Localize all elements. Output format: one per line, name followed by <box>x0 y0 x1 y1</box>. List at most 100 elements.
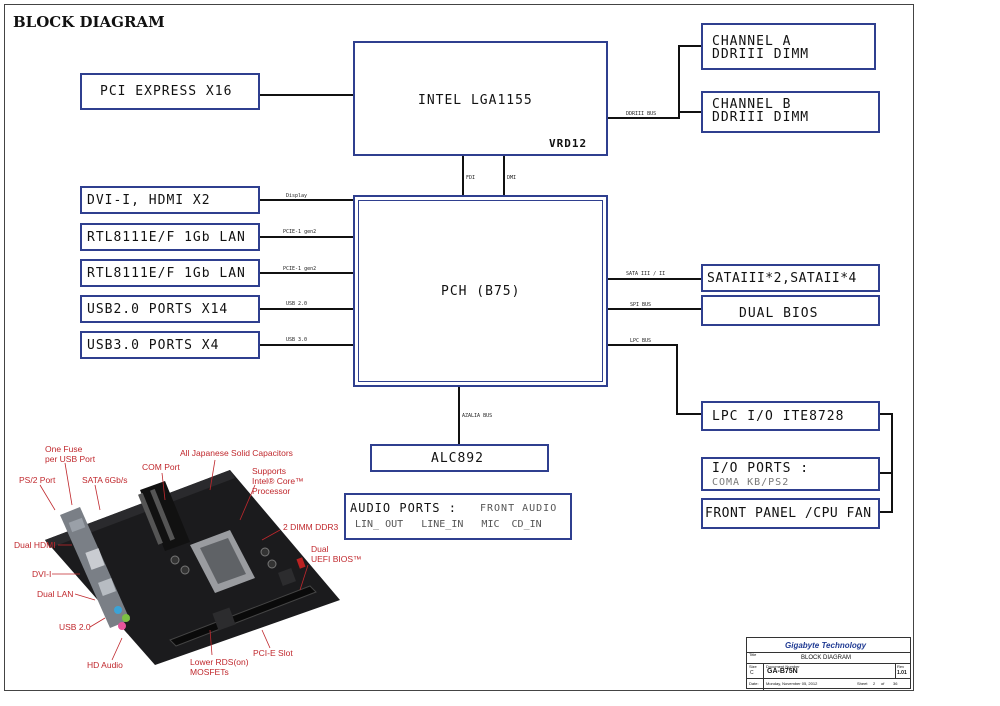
tb-rev: 1.01 <box>897 670 907 676</box>
dmi-line <box>503 155 505 197</box>
usb2-block: USB2.0 PORTS X14 <box>80 295 260 323</box>
fdi-line <box>462 155 464 197</box>
dmi-label: DMI <box>507 175 517 181</box>
channel-a-block: CHANNEL A DDRIII DIMM <box>701 23 876 70</box>
lan2-line <box>259 272 354 274</box>
spi-line <box>607 308 703 310</box>
io-ports-line <box>878 472 893 474</box>
callout-dual-lan: Dual LAN <box>37 589 74 599</box>
cpu-label: INTEL LGA1155 <box>418 93 533 108</box>
tb-title: BLOCK DIAGRAM <box>801 655 852 661</box>
azalia-line <box>458 386 460 444</box>
callout-dual-hdmi: Dual HDMI <box>14 540 56 550</box>
lpc-line-h1 <box>607 344 677 346</box>
dimm-b-line <box>678 111 702 113</box>
audio-jacks-label: LIN_ OUT LINE_IN MIC CD_IN <box>355 519 542 530</box>
lpc-line-h2 <box>676 413 702 415</box>
dual-bios-block: DUAL BIOS <box>701 295 880 326</box>
channel-b-dimm-label: DDRIII DIMM <box>712 110 810 125</box>
vrd-label: VRD12 <box>549 137 588 150</box>
sata-label: SATAIII*2,SATAII*4 <box>707 271 857 286</box>
title-block: Gigabyte Technology Title BLOCK DIAGRAM … <box>746 637 911 690</box>
callout-dvi: DVI-I <box>32 569 52 579</box>
lan2-block: RTL8111E/F 1Gb LAN <box>80 259 260 287</box>
callout-ps2: PS/2 Port <box>19 475 56 485</box>
tb-size-label: Size <box>749 664 757 669</box>
lpc-line-v <box>676 344 678 415</box>
alc892-label: ALC892 <box>431 451 484 466</box>
audio-front-label: FRONT AUDIO <box>480 503 558 514</box>
lan2-label: RTL8111E/F 1Gb LAN <box>87 266 246 281</box>
callout-dual-uefi: Dual UEFI BIOS™ <box>311 544 362 564</box>
pch-label: PCH (B75) <box>441 284 521 299</box>
tb-of: 36 <box>893 681 898 686</box>
pcie-line <box>259 94 354 96</box>
tb-sheet-label: Sheet <box>857 681 868 686</box>
tb-docnum: GA-B75N <box>767 668 798 675</box>
usb2-line <box>259 308 354 310</box>
pch-block: PCH (B75) <box>353 195 608 387</box>
usb20-label: USB 2.0 <box>286 301 308 307</box>
tb-of-label: of <box>881 681 885 686</box>
sata-line <box>607 278 703 280</box>
diagram-title: BLOCK DIAGRAM <box>13 13 165 31</box>
display-label: Display <box>286 193 308 199</box>
callout-hd-audio: HD Audio <box>87 660 123 670</box>
front-panel-line <box>878 511 893 513</box>
callout-one-fuse: One Fuse per USB Port <box>45 444 96 464</box>
callout-sata6: SATA 6Gb/s <box>82 475 128 485</box>
channel-b-label: CHANNEL B <box>712 97 792 112</box>
usb3-line <box>259 344 354 346</box>
drawing-frame <box>4 4 914 691</box>
front-panel-block: FRONT PANEL /CPU FAN <box>701 498 880 529</box>
pcie-x16-label: PCI EXPRESS X16 <box>100 84 233 99</box>
tb-date-label: Date: <box>749 681 759 686</box>
dvi-hdmi-block: DVI-I, HDMI X2 <box>80 186 260 214</box>
lpc-io-label: LPC I/O ITE8728 <box>712 409 845 424</box>
audio-ports-label: AUDIO PORTS : <box>350 501 457 515</box>
lpc-bracket-v <box>891 413 893 513</box>
dvi-hdmi-label: DVI-I, HDMI X2 <box>87 193 211 208</box>
callout-pcie-slot: PCI-E Slot <box>253 648 293 658</box>
tb-rev-label: Rev <box>897 664 905 669</box>
dual-bios-label: DUAL BIOS <box>739 306 819 321</box>
lan1-label: RTL8111E/F 1Gb LAN <box>87 230 246 245</box>
callout-caps: All Japanese Solid Capacitors <box>180 448 293 458</box>
tb-docnum-label: Document Number <box>766 664 800 669</box>
callout-com: COM Port <box>142 462 180 472</box>
io-ports-detail: COMA KB/PS2 <box>712 477 790 488</box>
audio-ports-block: AUDIO PORTS : FRONT AUDIO LIN_ OUT LINE_… <box>344 493 572 540</box>
fdi-label: FDI <box>466 175 476 181</box>
tb-date: Monday, November 05, 2012 <box>766 681 818 686</box>
ddr-vertical-line <box>678 45 680 119</box>
tb-company: Gigabyte Technology <box>785 641 867 650</box>
display-line <box>259 199 354 201</box>
tb-title-label: Title <box>749 652 757 657</box>
usb2-label: USB2.0 PORTS X14 <box>87 302 229 317</box>
channel-a-dimm-label: DDRIII DIMM <box>712 47 810 62</box>
callout-usb20: USB 2.0 <box>59 622 91 632</box>
tb-size: C <box>750 670 754 676</box>
dimm-a-line <box>678 45 702 47</box>
usb30-label: USB 3.0 <box>286 337 308 343</box>
usb3-block: USB3.0 PORTS X4 <box>80 331 260 359</box>
channel-b-block: CHANNEL B DDRIII DIMM <box>701 91 880 133</box>
cpu-block: INTEL LGA1155 VRD12 <box>353 41 608 156</box>
motherboard-image <box>45 470 340 665</box>
callout-supports: Supports Intel® Core™ Processor <box>252 466 304 496</box>
lpc-out-line <box>878 413 893 415</box>
azalia-bus-label: AZALIA BUS <box>462 413 493 419</box>
io-ports-label: I/O PORTS : <box>712 461 810 476</box>
lan1-block: RTL8111E/F 1Gb LAN <box>80 223 260 251</box>
lan1-line <box>259 236 354 238</box>
lpc-bus-label: LPC BUS <box>630 338 652 344</box>
pcie-x16-block: PCI EXPRESS X16 <box>80 73 260 110</box>
ddr-bus-label: DDRIII BUS <box>626 111 657 117</box>
usb3-label: USB3.0 PORTS X4 <box>87 338 220 353</box>
sata-bus-label: SATA III / II <box>626 271 666 277</box>
spi-bus-label: SPI BUS <box>630 302 652 308</box>
ddr-bus-line <box>607 117 679 119</box>
callout-lower-rds: Lower RDS(on) MOSFETs <box>190 657 249 677</box>
channel-a-label: CHANNEL A <box>712 34 792 49</box>
